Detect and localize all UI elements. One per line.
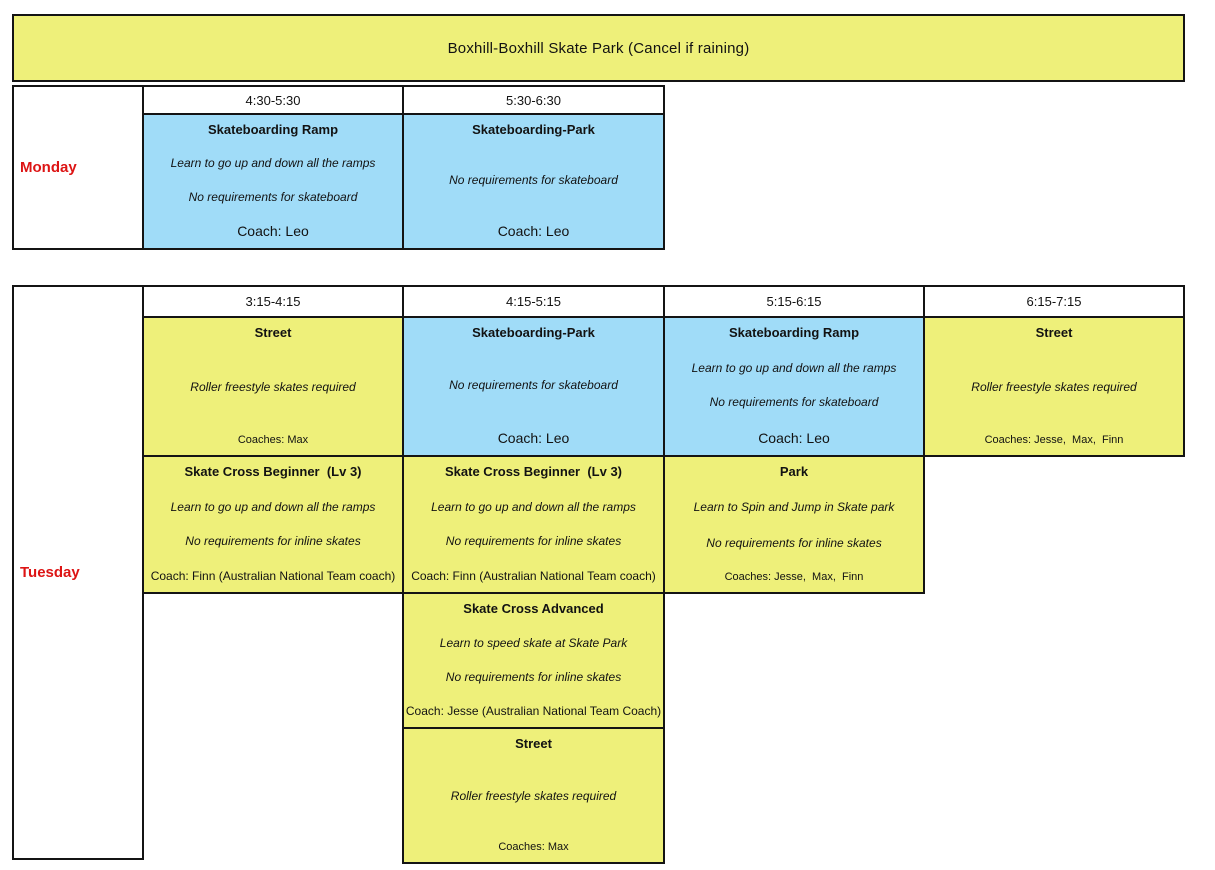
class-description: Learn to speed skate at Skate Park [439,636,628,650]
monday-time-slot-2: 5:30-6:30 [402,85,665,115]
monday-cell-skateboarding-park: Skateboarding-Park No requirements for s… [402,113,665,250]
tuesday-label: Tuesday [20,564,80,581]
class-title: Skate Cross Beginner (Lv 3) [445,464,622,479]
class-title: Street [254,325,292,340]
tuesday-label-cell: Tuesday [12,285,144,860]
class-title: Street [515,736,552,751]
class-coach: Coaches: Jesse, Max, Finn [724,570,864,583]
class-description: Learn to Spin and Jump in Skate park [693,500,895,515]
tuesday-r1-cell-street: Street Roller freestyle skates required … [142,316,404,457]
class-requirement: No requirements for inline skates [445,670,622,684]
class-coach: Coach: Jesse (Australian National Team C… [405,704,662,718]
class-title: Skateboarding Ramp [207,122,339,137]
class-coach: Coach: Leo [237,222,309,239]
class-description: Learn to go up and down all the ramps [691,360,897,375]
time-label: 3:15-4:15 [245,294,301,309]
class-requirement: No requirements for inline skates [445,534,622,549]
class-coach: Coach: Leo [758,429,830,446]
class-description: Learn to go up and down all the ramps [170,156,376,171]
tuesday-time-slot-2: 4:15-5:15 [402,285,665,318]
class-requirement: Roller freestyle skates required [190,380,356,394]
class-title: Skateboarding Ramp [728,325,860,340]
class-requirement: No requirements for skateboard [449,378,618,392]
tuesday-r1-cell-skateboarding-ramp: Skateboarding Ramp Learn to go up and do… [663,316,925,457]
class-coach: Coaches: Max [237,434,309,446]
class-description: Learn to go up and down all the ramps [170,499,376,514]
class-coach: Coach: Leo [497,223,570,239]
class-requirement: No requirements for skateboard [449,173,618,187]
class-coach: Coach: Finn (Australian National Team co… [150,568,396,583]
monday-time-slot-1: 4:30-5:30 [142,85,404,115]
tuesday-r2-cell-skate-cross-beginner-1: Skate Cross Beginner (Lv 3) Learn to go … [142,455,404,594]
class-coach: Coaches: Jesse, Max, Finn [984,434,1124,446]
monday-label-cell: Monday [12,85,144,250]
time-label: 6:15-7:15 [1026,294,1082,309]
class-coach: Coaches: Max [498,841,569,853]
class-title: Skateboarding-Park [472,325,595,340]
tuesday-time-slot-3: 5:15-6:15 [663,285,925,318]
class-title: Park [779,464,809,479]
class-title: Skate Cross Advanced [463,601,604,616]
schedule-title: Boxhill-Boxhill Skate Park (Cancel if ra… [447,39,750,57]
time-label: 5:15-6:15 [766,294,822,309]
tuesday-r1-cell-street-late: Street Roller freestyle skates required … [923,316,1185,457]
class-title: Street [1035,325,1073,340]
time-label: 5:30-6:30 [506,92,561,108]
class-title: Skateboarding-Park [472,122,595,137]
tuesday-r2-cell-park: Park Learn to Spin and Jump in Skate par… [663,455,925,594]
tuesday-r4-cell-street: Street Roller freestyle skates required … [402,727,665,864]
monday-label: Monday [20,159,77,176]
class-requirement: No requirements for skateboard [188,189,358,204]
class-requirement: No requirements for inline skates [706,535,882,550]
schedule-title-banner: Boxhill-Boxhill Skate Park (Cancel if ra… [12,14,1185,82]
class-title: Skate Cross Beginner (Lv 3) [184,464,362,479]
class-requirement: Roller freestyle skates required [971,380,1137,394]
tuesday-time-slot-4: 6:15-7:15 [923,285,1185,318]
class-description: Learn to go up and down all the ramps [431,499,636,514]
tuesday-r3-cell-skate-cross-advanced: Skate Cross Advanced Learn to speed skat… [402,592,665,729]
tuesday-r2-cell-skate-cross-beginner-2: Skate Cross Beginner (Lv 3) Learn to go … [402,455,665,594]
class-requirement: No requirements for inline skates [185,534,361,549]
time-label: 4:30-5:30 [245,92,301,108]
monday-cell-skateboarding-ramp: Skateboarding Ramp Learn to go up and do… [142,113,404,250]
class-requirement: Roller freestyle skates required [450,789,617,803]
class-coach: Coach: Leo [497,430,570,446]
tuesday-time-slot-1: 3:15-4:15 [142,285,404,318]
time-label: 4:15-5:15 [506,294,561,309]
tuesday-r1-cell-skateboarding-park: Skateboarding-Park No requirements for s… [402,316,665,457]
class-requirement: No requirements for skateboard [709,395,879,410]
class-coach: Coach: Finn (Australian National Team co… [411,568,656,583]
